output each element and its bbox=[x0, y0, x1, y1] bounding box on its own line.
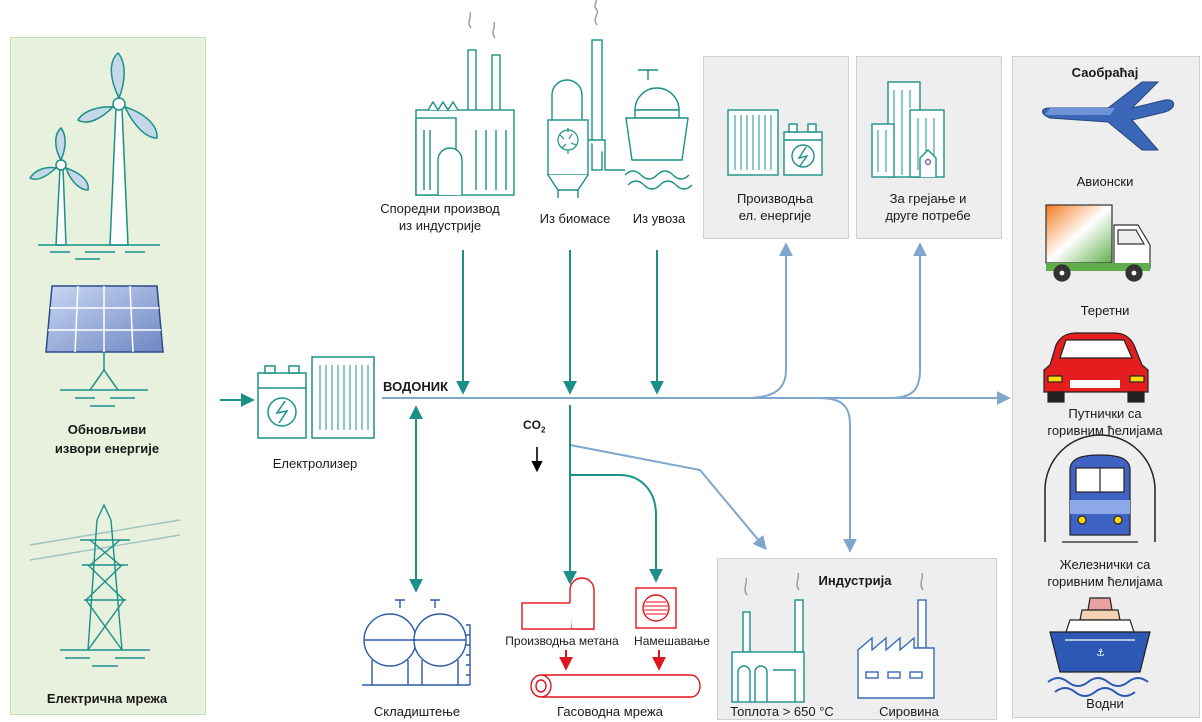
import-label: Из увоза bbox=[632, 211, 686, 226]
blending-label: Намешавање bbox=[634, 634, 710, 648]
power-generation-label: Производња ел. енергије bbox=[736, 191, 814, 223]
blending-unit-icon bbox=[635, 587, 677, 629]
industrial-furnace-icon bbox=[731, 572, 805, 703]
co2-sub: 2 bbox=[541, 425, 546, 435]
methane-unit-icon bbox=[521, 577, 595, 630]
train-icon bbox=[1044, 434, 1156, 543]
grid-label: Електрична мрежа bbox=[46, 691, 168, 706]
pipeline-label: Гасоводна мрежа bbox=[557, 704, 663, 719]
renewables-label: Обновљиви извори енергије bbox=[54, 422, 160, 456]
electrolyzer-label: Електролизер bbox=[272, 456, 358, 471]
power-tower-icon bbox=[29, 503, 181, 667]
ship-tanker-icon bbox=[624, 69, 693, 190]
transport-rail-label: Железнички са горивним ћелијама bbox=[1047, 557, 1163, 589]
industry-byproduct-label: Споредни производ из индустрије bbox=[380, 201, 500, 233]
buildings-icon bbox=[871, 81, 945, 178]
wind-turbine-icon bbox=[28, 51, 160, 260]
solar-panel-icon bbox=[45, 285, 164, 407]
electrolyzer-icon bbox=[257, 356, 375, 439]
airplane-icon bbox=[1042, 81, 1175, 151]
heating-label: За грејање и друге потребе bbox=[885, 191, 971, 223]
industry-feedstock-label: Сировина bbox=[879, 704, 939, 719]
truck-icon bbox=[1045, 204, 1151, 282]
hydrogen-label: ВОДОНИК bbox=[383, 379, 449, 394]
factory-feedstock-icon bbox=[857, 572, 935, 699]
svg-text:⚓: ⚓ bbox=[1096, 648, 1105, 659]
biomass-label: Из биомасе bbox=[539, 211, 611, 226]
industry-heat-label: Топлота > 650 °C bbox=[730, 704, 834, 719]
transport-car-label: Путнички са горивним ћелијама bbox=[1047, 406, 1163, 438]
industry-title: Индустрија bbox=[818, 573, 892, 588]
factory-icon bbox=[415, 11, 515, 196]
methane-label: Производња метана bbox=[505, 634, 619, 648]
transport-air-label: Авионски bbox=[1076, 174, 1134, 189]
gas-pipeline-icon bbox=[530, 674, 701, 698]
biomass-plant-icon bbox=[547, 0, 625, 198]
transport-freight-label: Теретни bbox=[1080, 303, 1130, 318]
storage-tanks-icon bbox=[362, 599, 471, 686]
power-generation-icon bbox=[727, 109, 823, 176]
ship-icon: ⚓ bbox=[1047, 597, 1151, 697]
transport-water-label: Водни bbox=[1086, 696, 1124, 711]
storage-label: Складиштење bbox=[373, 704, 461, 719]
transport-title: Саобраћај bbox=[1071, 65, 1139, 80]
co2-text: CO bbox=[523, 418, 541, 432]
co2-label: CO2 bbox=[523, 417, 553, 438]
car-icon bbox=[1043, 332, 1149, 403]
